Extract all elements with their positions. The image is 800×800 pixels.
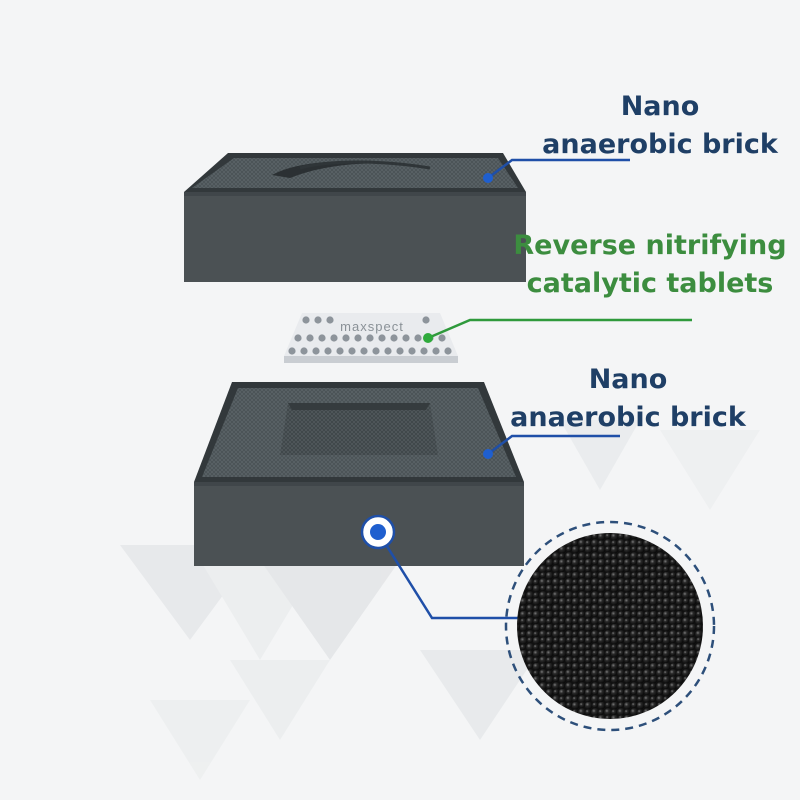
callout-dot-top-brick bbox=[483, 173, 493, 183]
tablet-hole bbox=[390, 334, 398, 342]
tablet-hole bbox=[302, 316, 310, 324]
tablet-hole bbox=[348, 347, 356, 355]
background-pattern bbox=[120, 420, 760, 780]
tablet-hole bbox=[312, 347, 320, 355]
label-tablets: Reverse nitrifying catalytic tablets bbox=[505, 227, 795, 303]
label-top-brick: Nano anaerobic brick bbox=[520, 88, 800, 164]
tablet-hole bbox=[402, 334, 410, 342]
label-bottom-brick-line2: anaerobic brick bbox=[510, 402, 746, 433]
tablet-hole bbox=[342, 334, 350, 342]
tablet-hole bbox=[324, 347, 332, 355]
tablet-hole bbox=[360, 347, 368, 355]
label-tablets-line1: Reverse nitrifying bbox=[513, 230, 787, 261]
tablet-hole bbox=[414, 334, 422, 342]
tablet-hole bbox=[336, 347, 344, 355]
callout-lines bbox=[376, 158, 692, 620]
tablet-hole bbox=[318, 334, 326, 342]
tablet-hole bbox=[294, 334, 302, 342]
label-bottom-brick-line1: Nano bbox=[588, 364, 668, 395]
tablet-hole bbox=[330, 334, 338, 342]
tablet-hole bbox=[326, 316, 334, 324]
label-top-brick-line2: anaerobic brick bbox=[542, 129, 778, 160]
tablet-hole bbox=[384, 347, 392, 355]
tablet-hole bbox=[300, 347, 308, 355]
tablet-hole bbox=[288, 347, 296, 355]
tablet-hole bbox=[420, 347, 428, 355]
tablet-hole bbox=[378, 334, 386, 342]
tablet-hole bbox=[314, 316, 322, 324]
tablet-hole bbox=[306, 334, 314, 342]
tablet-hole bbox=[366, 334, 374, 342]
tablet-hole bbox=[408, 347, 416, 355]
callout-dot-bottom-brick bbox=[483, 449, 493, 459]
magnified-beads bbox=[504, 520, 716, 732]
top-brick bbox=[184, 153, 526, 282]
bottom-brick bbox=[194, 382, 524, 566]
label-bottom-brick: Nano anaerobic brick bbox=[488, 361, 768, 437]
tablet-hole bbox=[432, 347, 440, 355]
label-top-brick-line1: Nano bbox=[620, 91, 700, 122]
tablet-hole bbox=[422, 316, 430, 324]
callout-dot-tablet bbox=[423, 333, 433, 343]
label-tablets-line2: catalytic tablets bbox=[526, 268, 774, 299]
catalytic-tablet bbox=[284, 313, 458, 363]
tablet-hole bbox=[438, 334, 446, 342]
tablet-hole bbox=[354, 334, 362, 342]
tablet-hole bbox=[372, 347, 380, 355]
tablet-hole bbox=[396, 347, 404, 355]
callout-target-ring bbox=[360, 514, 396, 550]
tablet-brand: maxspect bbox=[340, 319, 404, 334]
tablet-hole bbox=[444, 347, 452, 355]
